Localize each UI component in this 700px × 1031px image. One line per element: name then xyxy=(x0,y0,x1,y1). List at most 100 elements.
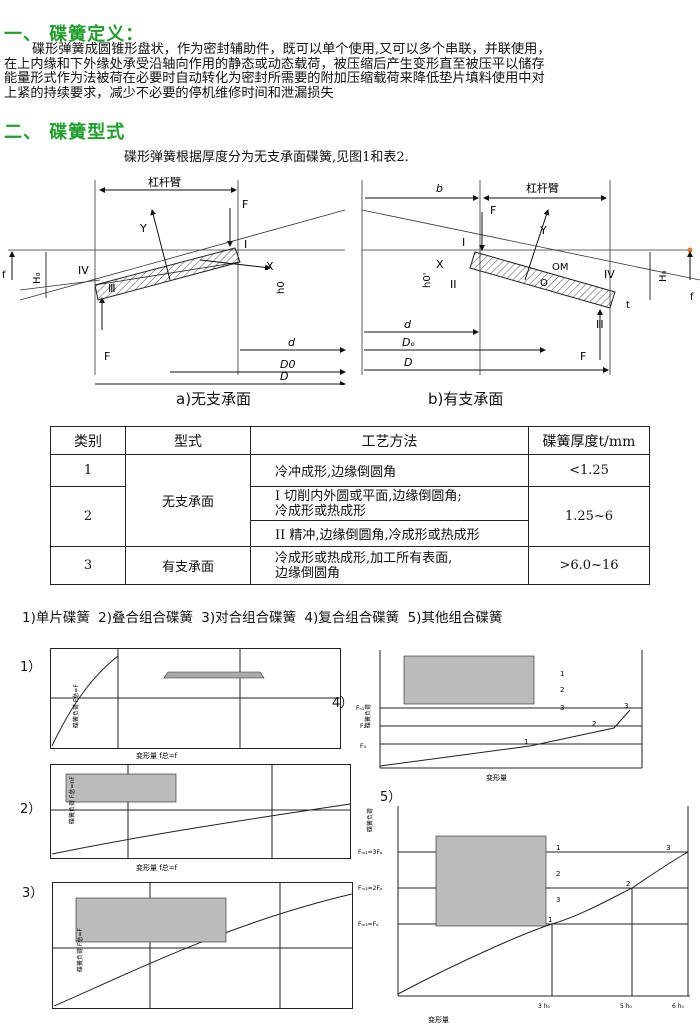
diameter-ds-label-b: Dₒ xyxy=(402,336,415,349)
diameter-D-label-a: D xyxy=(280,370,288,383)
table-cell-cat: 3 xyxy=(50,546,126,585)
figure4-xlabel: 变形量 xyxy=(486,773,507,782)
figure1-ylabel: 碟簧负荷 F总=F xyxy=(72,684,80,728)
figure5-marker: 2 xyxy=(626,880,630,888)
table-header-type: 型式 xyxy=(125,426,251,455)
height-h0-label-b: H₀ xyxy=(658,270,669,282)
reference-point-marker xyxy=(687,247,693,253)
lever-arm-label-b: 杠杆臂 xyxy=(526,181,559,195)
table-cell-process: 冷冲成形,边缘倒圆角 xyxy=(250,454,529,487)
figure2-label: 2） xyxy=(20,802,42,817)
figure1-load-curve: 碟簧负荷 F总=F 变形量 f总=f xyxy=(50,648,341,760)
force-label-a-bottom: F xyxy=(104,350,110,363)
axis-y-label-b: Y xyxy=(539,224,547,237)
figure4-label: 4） xyxy=(332,696,354,711)
figure5-mark: 1 xyxy=(556,844,560,852)
o-label: O xyxy=(540,278,548,289)
figure4-tick: Fₙ₁ xyxy=(356,705,365,712)
lever-arm-label-a: 杠杆臂 xyxy=(148,175,181,189)
definition-line3: 能量形式作为法被荷在必要时自动转化为密封所需要的附加压缩载荷来降低垫片填料使用中… xyxy=(4,71,545,87)
table-cell-process: II 精冲,边缘倒圆角,冷成形或热成形 xyxy=(250,520,529,547)
table-row: II 精冲,边缘倒圆角,冷成形或热成形 xyxy=(51,520,650,547)
section2-title: 二、 碟簧型式 xyxy=(4,122,126,143)
diameter-d0-label-a: D0 xyxy=(280,358,295,371)
table-row: 1 无支承面 冷冲成形,边缘倒圆角 <1.25 xyxy=(50,454,650,547)
combination-types-line: 1)单片碟簧 2)叠合组合碟簧 3)对合组合碟簧 4)复合组合碟簧 5)其他组合… xyxy=(22,610,503,626)
table-cell-cat: 1 xyxy=(50,454,126,487)
om-label: OM xyxy=(552,262,569,273)
figure5-tick: Fₘ₃=Fₐ xyxy=(358,921,378,928)
axis-x-label-b: X xyxy=(436,258,444,271)
deflection-f-label-a: f xyxy=(2,270,6,281)
h0-prime-label-b: h0' xyxy=(422,273,433,288)
figure4-mark: 3 xyxy=(560,704,564,712)
figure5-xlabel: 变形量 xyxy=(428,1015,449,1024)
table-cell-cat: 2 xyxy=(50,486,126,547)
figure3-ylabel: 碟簧负荷 F总=F xyxy=(76,928,84,972)
table-process-line: 冷成形或热成形 xyxy=(275,503,367,519)
caption-b: b)有支承面 xyxy=(428,390,504,408)
figure4-tick: F₃ xyxy=(360,743,366,750)
table-cell-thickness: 1.25~6 xyxy=(528,486,650,547)
table-process-line: I 切削内外圆或平面,边缘倒圆角; xyxy=(275,488,462,504)
figure5-marker: 1 xyxy=(548,916,552,924)
point-iii-label-a: Ⅲ xyxy=(108,282,116,295)
diameter-d-label-a: d xyxy=(288,336,296,349)
disc-spring-cross-section-diagram: 杠杆臂 F I F IV Ⅲ Y X f H₀ h0 d D0 D b 杠杆臂 … xyxy=(2,175,700,385)
figure3-label: 3） xyxy=(22,886,44,901)
table-process-line: 冷成形或热成形,加工所有表面, xyxy=(275,550,453,566)
h0-label-a: h0 xyxy=(276,281,287,294)
figure5-xtick: 3 h₀ xyxy=(538,1003,551,1010)
figure4-marker: 1 xyxy=(524,738,528,746)
force-label-b-bottom: F xyxy=(580,350,586,363)
figure4-ylabel: 碟簧负荷 xyxy=(364,704,372,728)
figure2-xlabel: 变形量 f总=f xyxy=(136,863,178,872)
figure4-marker: 3 xyxy=(624,702,628,710)
table-process-line: 边缘倒圆角 xyxy=(275,565,341,581)
table-header-process: 工艺方法 xyxy=(250,426,529,455)
intro-text: 碟形弹簧根据厚度分为无支承面碟簧,见图1和表2. xyxy=(124,150,409,165)
table-row: 3 有支承面 冷成形或热成形,加工所有表面, 边缘倒圆角 >6.0~16 xyxy=(50,546,650,585)
force-label-b-top: F xyxy=(490,204,496,217)
figure2-ylabel: 碟簧负荷 F总=nF xyxy=(68,776,76,824)
table-cell-thickness: <1.25 xyxy=(528,454,650,487)
table-cell-type-supported: 有支承面 xyxy=(125,546,251,585)
figure5-tick: Fₘ₂=2Fₐ xyxy=(358,885,382,892)
table-header-category: 类别 xyxy=(50,426,126,455)
axis-y-label-a: Y xyxy=(139,222,147,235)
figure4-load-curve: Fₙ₁ F₂ F₃ 1 2 3 1 2 3 碟簧负荷 变形量 xyxy=(356,650,643,782)
point-iv-label-b: IV xyxy=(604,268,615,281)
diameter-D-label-b: D xyxy=(404,356,412,369)
figure5-xtick: 5 h₀ xyxy=(620,1003,633,1010)
height-h0-label-a: H₀ xyxy=(32,272,43,284)
figure3-load-curve: 碟簧负荷 F总=F xyxy=(52,882,353,1009)
definition-line1: 碟形弹簧成圆锥形盘状，作为密封辅助件，既可以单个使用,又可以多个串联，并联使用， xyxy=(32,42,551,57)
point-i-label-a: I xyxy=(244,238,247,251)
point-iv-label-a: IV xyxy=(78,264,89,277)
table-cell-process: 冷成形或热成形,加工所有表面, 边缘倒圆角 xyxy=(250,546,529,585)
figure1-xlabel: 变形量 f总=f xyxy=(136,751,178,760)
figure5-mark: 2 xyxy=(556,870,560,878)
spring-spec-table: 类别 型式 工艺方法 碟簧厚度t/mm 1 无支承面 冷冲成形,边缘倒圆角 <1… xyxy=(50,426,650,585)
figure5-label: 5） xyxy=(380,790,402,805)
caption-a: a)无支承面 xyxy=(176,390,252,408)
deflection-f-label-b: f xyxy=(690,292,694,303)
diameter-d-label-b: d xyxy=(404,318,412,331)
table-cell-thickness: >6.0~16 xyxy=(528,546,650,585)
definition-line4: 上紧的持续要求，减少不必要的停机维修时间和泄漏损失 xyxy=(4,85,334,101)
figure5-tick: Fₘ₁=3Fₐ xyxy=(358,849,382,856)
figure5-xtick: 6 h₀ xyxy=(672,1003,685,1010)
figure5-mark: 3 xyxy=(556,896,560,904)
figure5-ylabel: 碟簧负荷 xyxy=(366,808,374,832)
figure4-mark: 2 xyxy=(560,686,564,694)
figure1-label: 1） xyxy=(20,660,42,675)
figure5-marker: 3 xyxy=(666,844,670,852)
force-label-a-top: F xyxy=(242,198,248,211)
thickness-t-label: t xyxy=(626,300,630,311)
b-label: b xyxy=(436,182,443,195)
point-i-label-b: I xyxy=(462,236,465,249)
point-ii-label-b: II xyxy=(450,278,457,291)
figure5-load-curve: Fₘ₁=3Fₐ Fₘ₂=2Fₐ Fₘ₃=Fₐ 1 2 3 1 2 3 3 h₀ … xyxy=(358,806,690,1024)
figure4-mark: 1 xyxy=(560,670,564,678)
definition-paragraph: 碟形弹簧成圆锥形盘状，作为密封辅助件，既可以单个使用,又可以多个串联，并联使用，… xyxy=(4,42,696,101)
